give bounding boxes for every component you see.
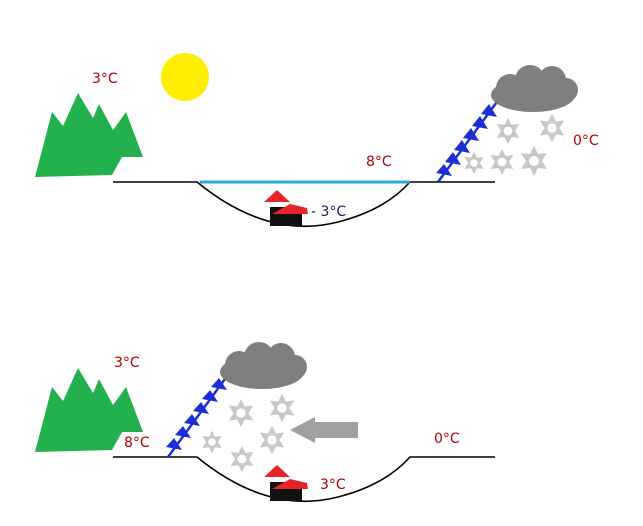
arrow-left-icon [290,417,358,443]
cloud-icon [220,342,307,389]
panel-top: 3°C 8°C - 3°C 0°C [35,53,599,228]
mountain-icon [35,93,143,177]
snowflake-icon [202,430,222,454]
snowflake-icon [269,393,295,423]
snowflake-icon [521,146,547,176]
snowflake-icon [464,151,484,175]
sun-icon [161,53,209,101]
house-icon [264,190,308,226]
snowflake-icon [539,113,565,143]
snowflakes-bottom [202,393,295,473]
label-basin-temp-top: - 3°C [311,204,346,220]
label-mountain-temp-bottom: 3°C [114,355,140,371]
label-lake-temp-top: 8°C [366,154,392,170]
cold-front-right [436,90,507,183]
snowflake-icon [259,425,285,455]
ground-line-top [113,181,495,228]
ground-line-bottom [113,456,495,503]
mountain-icon [35,368,143,452]
house-icon [264,465,308,501]
label-right-temp-top: 0°C [573,133,599,149]
label-basin-temp-bottom: 3°C [320,477,346,493]
label-right-temp-bottom: 0°C [434,431,460,447]
snowflake-icon [230,445,254,473]
snowflake-icon [228,398,254,428]
snowflake-icon [496,117,520,145]
label-front-temp-bottom: 8°C [124,435,150,451]
cold-front-left [166,367,235,458]
label-mountain-temp-top: 3°C [92,71,118,87]
cloud-icon [491,65,578,112]
panel-bottom: 3°C 8°C 3°C 0°C [35,342,495,503]
snowflake-icon [490,148,514,176]
